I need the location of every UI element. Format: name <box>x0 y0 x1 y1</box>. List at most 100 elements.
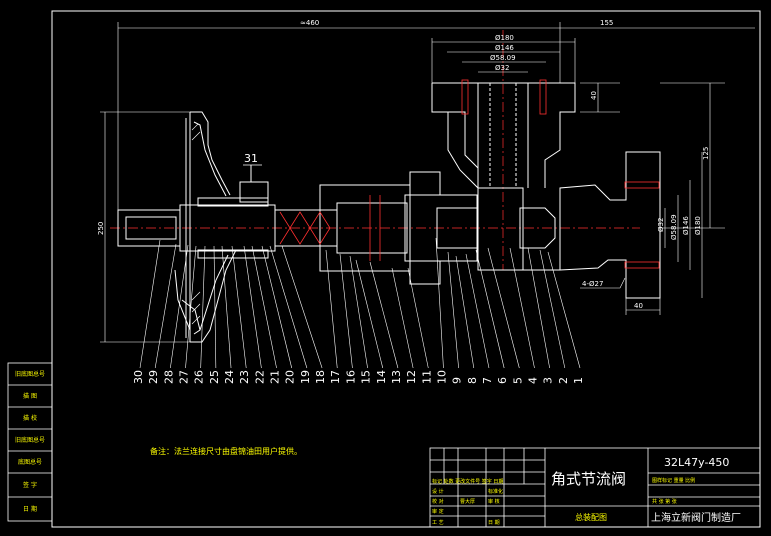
leader-line <box>369 261 399 369</box>
row-review: 审 核 <box>488 498 500 505</box>
title-block-texts: 角式节流阀 32L47y-450 总装配图 上海立新阀门制造厂 标记 处数 更改… <box>432 456 741 526</box>
part-number-label: 25 <box>208 370 221 384</box>
leader-line <box>154 243 177 369</box>
row-design: 设 计 <box>432 488 444 495</box>
dim-phi32: Ø32 <box>495 64 509 72</box>
leader-line <box>547 251 581 369</box>
part-number-label: 30 <box>132 370 145 384</box>
leader-line <box>200 245 206 369</box>
part-number-label: 1 <box>572 377 585 384</box>
left-side-panel <box>7 362 53 522</box>
part-number-label: 15 <box>360 370 373 384</box>
part-number-label: 10 <box>435 370 448 384</box>
row-standardization: 标准化 <box>488 488 503 495</box>
part-number-label: 9 <box>451 377 464 384</box>
company-name: 上海立新阀门制造厂 <box>651 511 741 524</box>
dim-40-top: 40 <box>590 91 598 100</box>
part-number-label: 21 <box>269 370 282 384</box>
callout-31: 31 <box>243 152 262 166</box>
leader-line <box>435 237 444 369</box>
packing-lines <box>279 195 381 261</box>
left-panel-label: 旧底图总号 <box>15 370 45 378</box>
dim-phi32-r: Ø32 <box>657 218 665 232</box>
part-number-label: 27 <box>178 370 191 384</box>
dim-phi146: Ø146 <box>495 44 514 52</box>
leader-line <box>475 249 505 369</box>
part-number-label: 2 <box>557 377 570 384</box>
leader-lines <box>139 237 581 369</box>
designer-name: 曹大厚 <box>460 498 475 505</box>
row-approve: 审 定 <box>432 508 444 515</box>
leader-line <box>269 245 308 369</box>
dim-phi58: Ø58.09 <box>490 54 516 62</box>
right-headers: 图样标记 重量 比例 <box>652 477 695 484</box>
leader-line <box>527 247 550 369</box>
part-number-label: 7 <box>481 377 494 384</box>
part-number-label: 18 <box>314 370 327 384</box>
leader-line <box>509 247 535 369</box>
dimension-lines <box>100 22 755 343</box>
revision-headers: 标记 处数 更改文件号 签字 日期 <box>432 478 503 485</box>
leader-line <box>325 249 338 369</box>
sheet-info: 共 张 第 张 <box>652 498 677 505</box>
row-process: 工 艺 <box>432 520 444 526</box>
drawing-frame <box>51 10 761 528</box>
part-number-label: 29 <box>147 370 160 384</box>
left-panel-label: 描 校 <box>23 414 37 422</box>
part-number-label: 16 <box>344 370 357 384</box>
leader-line <box>407 267 429 369</box>
part-number-label: 8 <box>466 377 479 384</box>
leader-line <box>251 245 277 369</box>
part-number-label: 22 <box>253 370 266 384</box>
part-number-label: 4 <box>526 377 539 384</box>
note-text: 备注：法兰连接尺寸由盘锦油田用户提供。 <box>150 446 302 456</box>
part-number-label: 5 <box>511 377 524 384</box>
drawing-title: 角式节流阀 <box>551 470 626 488</box>
leader-line <box>213 245 217 369</box>
leader-line <box>455 255 475 369</box>
drawing-subtitle: 总装配图 <box>575 512 607 522</box>
leader-line <box>349 255 368 369</box>
left-panel-label: 签 字 <box>23 481 37 489</box>
flange-holes <box>461 79 660 269</box>
leader-line <box>339 253 353 369</box>
leader-line <box>170 244 189 369</box>
part-number-label: 28 <box>162 370 175 384</box>
dim-125: 125 <box>702 147 710 160</box>
handwheel <box>174 111 237 343</box>
part-number-label: 14 <box>375 370 388 384</box>
part-number-label: 20 <box>284 370 297 384</box>
dim-phi180-r: Ø180 <box>694 216 702 235</box>
leader-line <box>539 249 566 369</box>
dim-phi180: Ø180 <box>495 34 514 42</box>
part-number-label: 23 <box>238 370 251 384</box>
leader-line <box>243 245 262 369</box>
leader-line <box>391 267 414 369</box>
leader-line <box>261 245 293 369</box>
dim-40-bottom: 40 <box>634 302 643 310</box>
leader-line <box>185 245 197 369</box>
leader-line <box>355 259 384 369</box>
drawing-number: 32L47y-450 <box>664 456 729 469</box>
dim-right-length: 155 <box>600 19 613 27</box>
leader-line <box>447 251 459 369</box>
left-panel-label: 描 图 <box>23 392 37 400</box>
part-number-label: 26 <box>193 370 206 384</box>
dimension-texts: ≈460 155 Ø180 Ø146 Ø58.09 Ø32 40 125 250… <box>97 19 710 310</box>
callout-31-label: 31 <box>244 152 258 165</box>
part-number-label: 12 <box>405 370 418 384</box>
left-panel-labels: 旧底图总号 描 图 描 校 旧底图总号 底图总号 签 字 日 期 <box>15 370 45 513</box>
row-check: 校 对 <box>432 498 444 505</box>
leader-line <box>139 239 161 369</box>
dim-holes: 4-Ø27 <box>582 280 603 288</box>
left-panel-label: 日 期 <box>23 505 37 513</box>
part-number-label: 3 <box>542 377 555 384</box>
centerlines <box>110 30 640 270</box>
part-number-label: 11 <box>420 370 433 384</box>
part-number-label: 17 <box>329 370 342 384</box>
stem-assembly <box>117 165 478 285</box>
dim-height-250: 250 <box>97 222 105 235</box>
row-date: 日 期 <box>488 520 500 526</box>
leader-line <box>465 253 490 369</box>
